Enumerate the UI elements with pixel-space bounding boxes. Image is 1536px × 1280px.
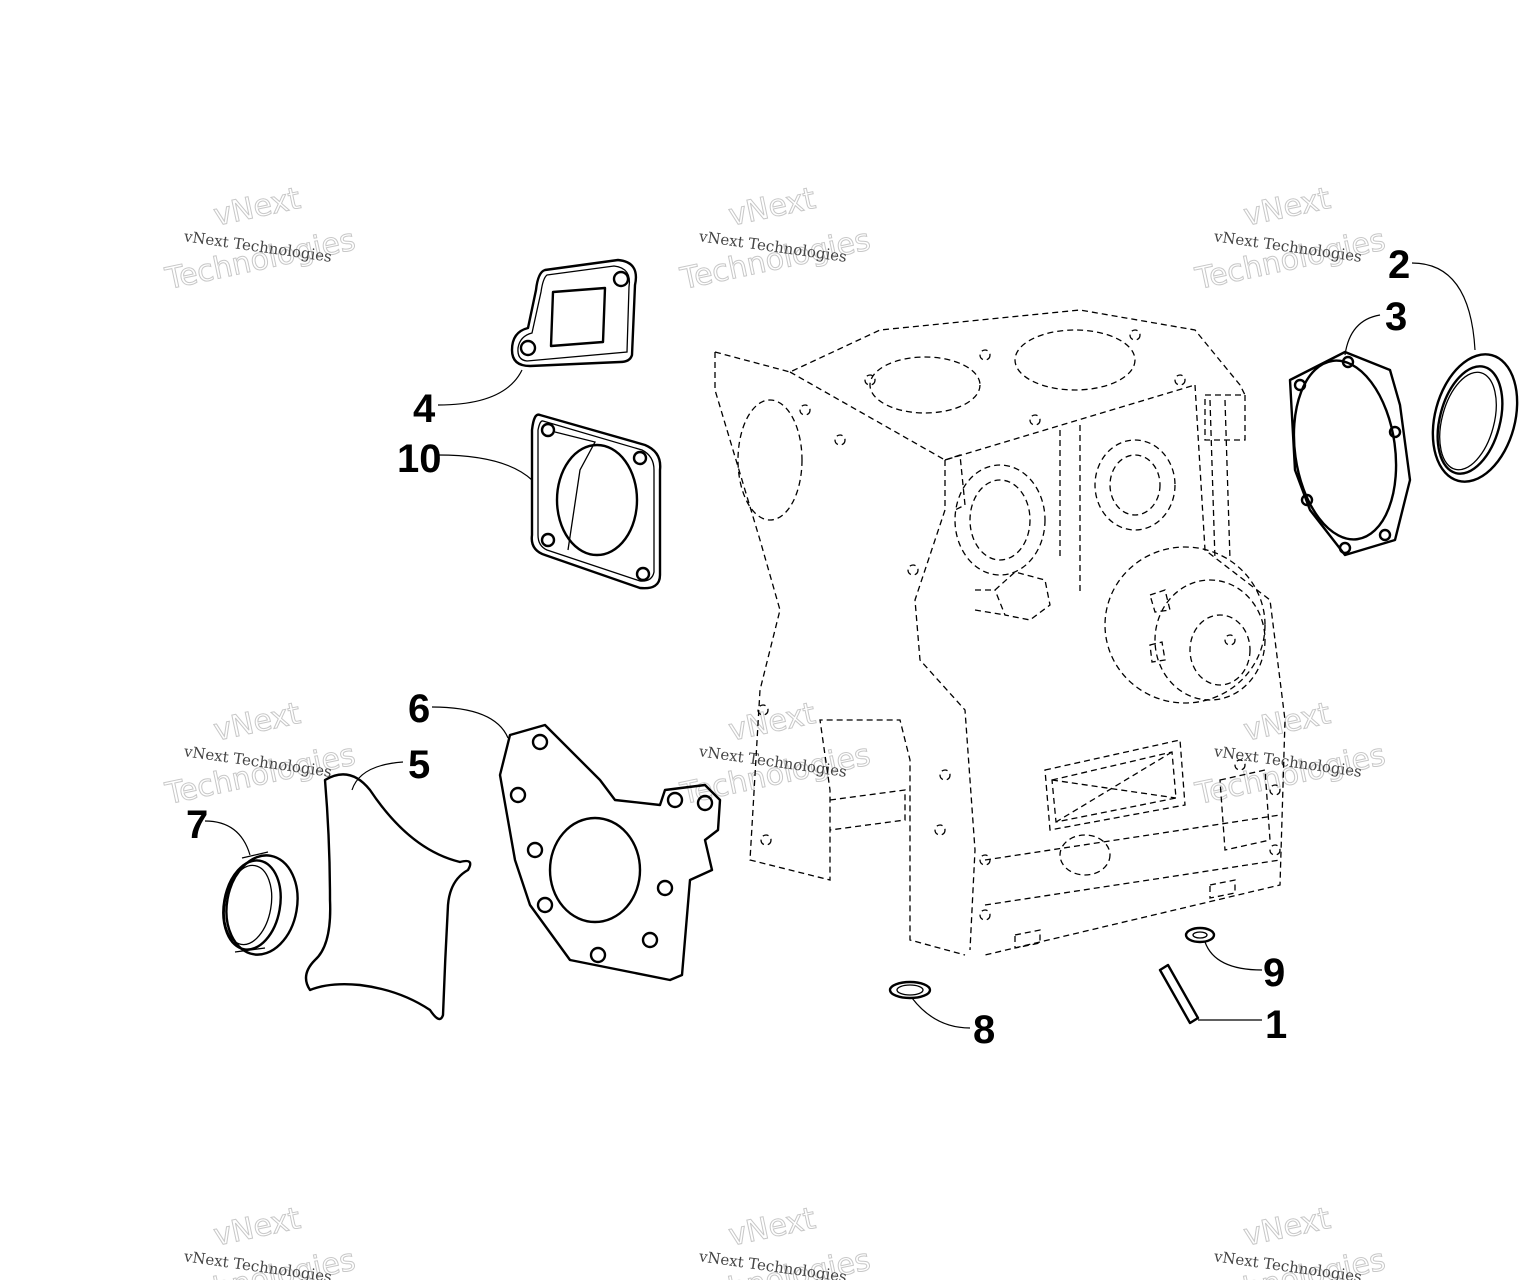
seal-2 (1431, 353, 1519, 483)
watermark: vNext Technologies vNext Technologies (676, 696, 874, 813)
leader-lines (204, 262, 1476, 1029)
watermark: vNext Technologies vNext Technologies (676, 1201, 874, 1280)
watermark: vNext Technologies vNext Technologies (1191, 696, 1389, 813)
washer-9 (1184, 926, 1216, 944)
svg-text:vNext: vNext (1241, 696, 1334, 749)
callout-8: 8 (973, 1008, 995, 1052)
seal-7 (222, 851, 299, 956)
watermark: vNext Technologies vNext Technologies (1191, 181, 1389, 298)
gasket-3 (1288, 350, 1412, 557)
watermark: vNext Technologies vNext Technologies (161, 696, 359, 813)
callout-3: 3 (1385, 295, 1407, 339)
callout-9: 9 (1263, 951, 1285, 995)
svg-text:vNext: vNext (726, 696, 819, 749)
callout-4: 4 (413, 387, 436, 431)
gasket-5 (304, 773, 472, 1021)
key-1 (1158, 963, 1200, 1025)
callout-6: 6 (408, 687, 430, 731)
svg-text:vNext: vNext (1241, 181, 1334, 234)
watermark: vNext Technologies vNext Technologies (1191, 1201, 1389, 1280)
callout-7: 7 (186, 803, 208, 847)
gasket-10 (530, 413, 662, 590)
svg-text:vNext: vNext (211, 181, 304, 234)
watermark: vNext Technologies vNext Technologies (676, 181, 874, 298)
engine-block (714, 309, 1286, 956)
callout-10: 10 (397, 437, 442, 481)
watermark: vNext Technologies vNext Technologies (161, 1201, 359, 1280)
callout-5: 5 (408, 743, 430, 787)
callout-1: 1 (1265, 1003, 1287, 1047)
svg-text:vNext: vNext (211, 696, 304, 749)
callouts: 1 2 3 4 5 6 7 8 9 10 (186, 243, 1410, 1052)
svg-text:vNext: vNext (211, 1201, 304, 1254)
gasket-4 (510, 258, 638, 368)
o-ring-8 (888, 980, 932, 1000)
svg-text:vNext: vNext (726, 181, 819, 234)
svg-text:vNext: vNext (726, 1201, 819, 1254)
callout-2: 2 (1388, 243, 1410, 287)
gasket-6 (498, 723, 722, 982)
watermarks: vNext Technologies vNext Technologies vN… (161, 181, 1389, 1280)
svg-text:vNext: vNext (1241, 1201, 1334, 1254)
watermark: vNext Technologies vNext Technologies (161, 181, 359, 298)
